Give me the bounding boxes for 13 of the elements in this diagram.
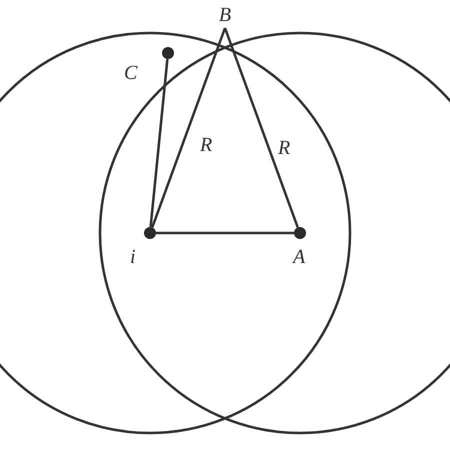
point-dot (144, 227, 156, 239)
edge-label: R (200, 134, 212, 156)
line-segment (149, 58, 169, 228)
line-segment (224, 28, 299, 228)
point-label: i (130, 246, 136, 268)
point-dot (162, 47, 174, 59)
line-segment (156, 232, 294, 234)
point-label: C (124, 62, 138, 84)
point-dot (294, 227, 306, 239)
point-label: B (218, 4, 232, 26)
line-segment (151, 28, 226, 228)
point-label: A (293, 246, 306, 268)
edge-label: R (278, 137, 290, 159)
